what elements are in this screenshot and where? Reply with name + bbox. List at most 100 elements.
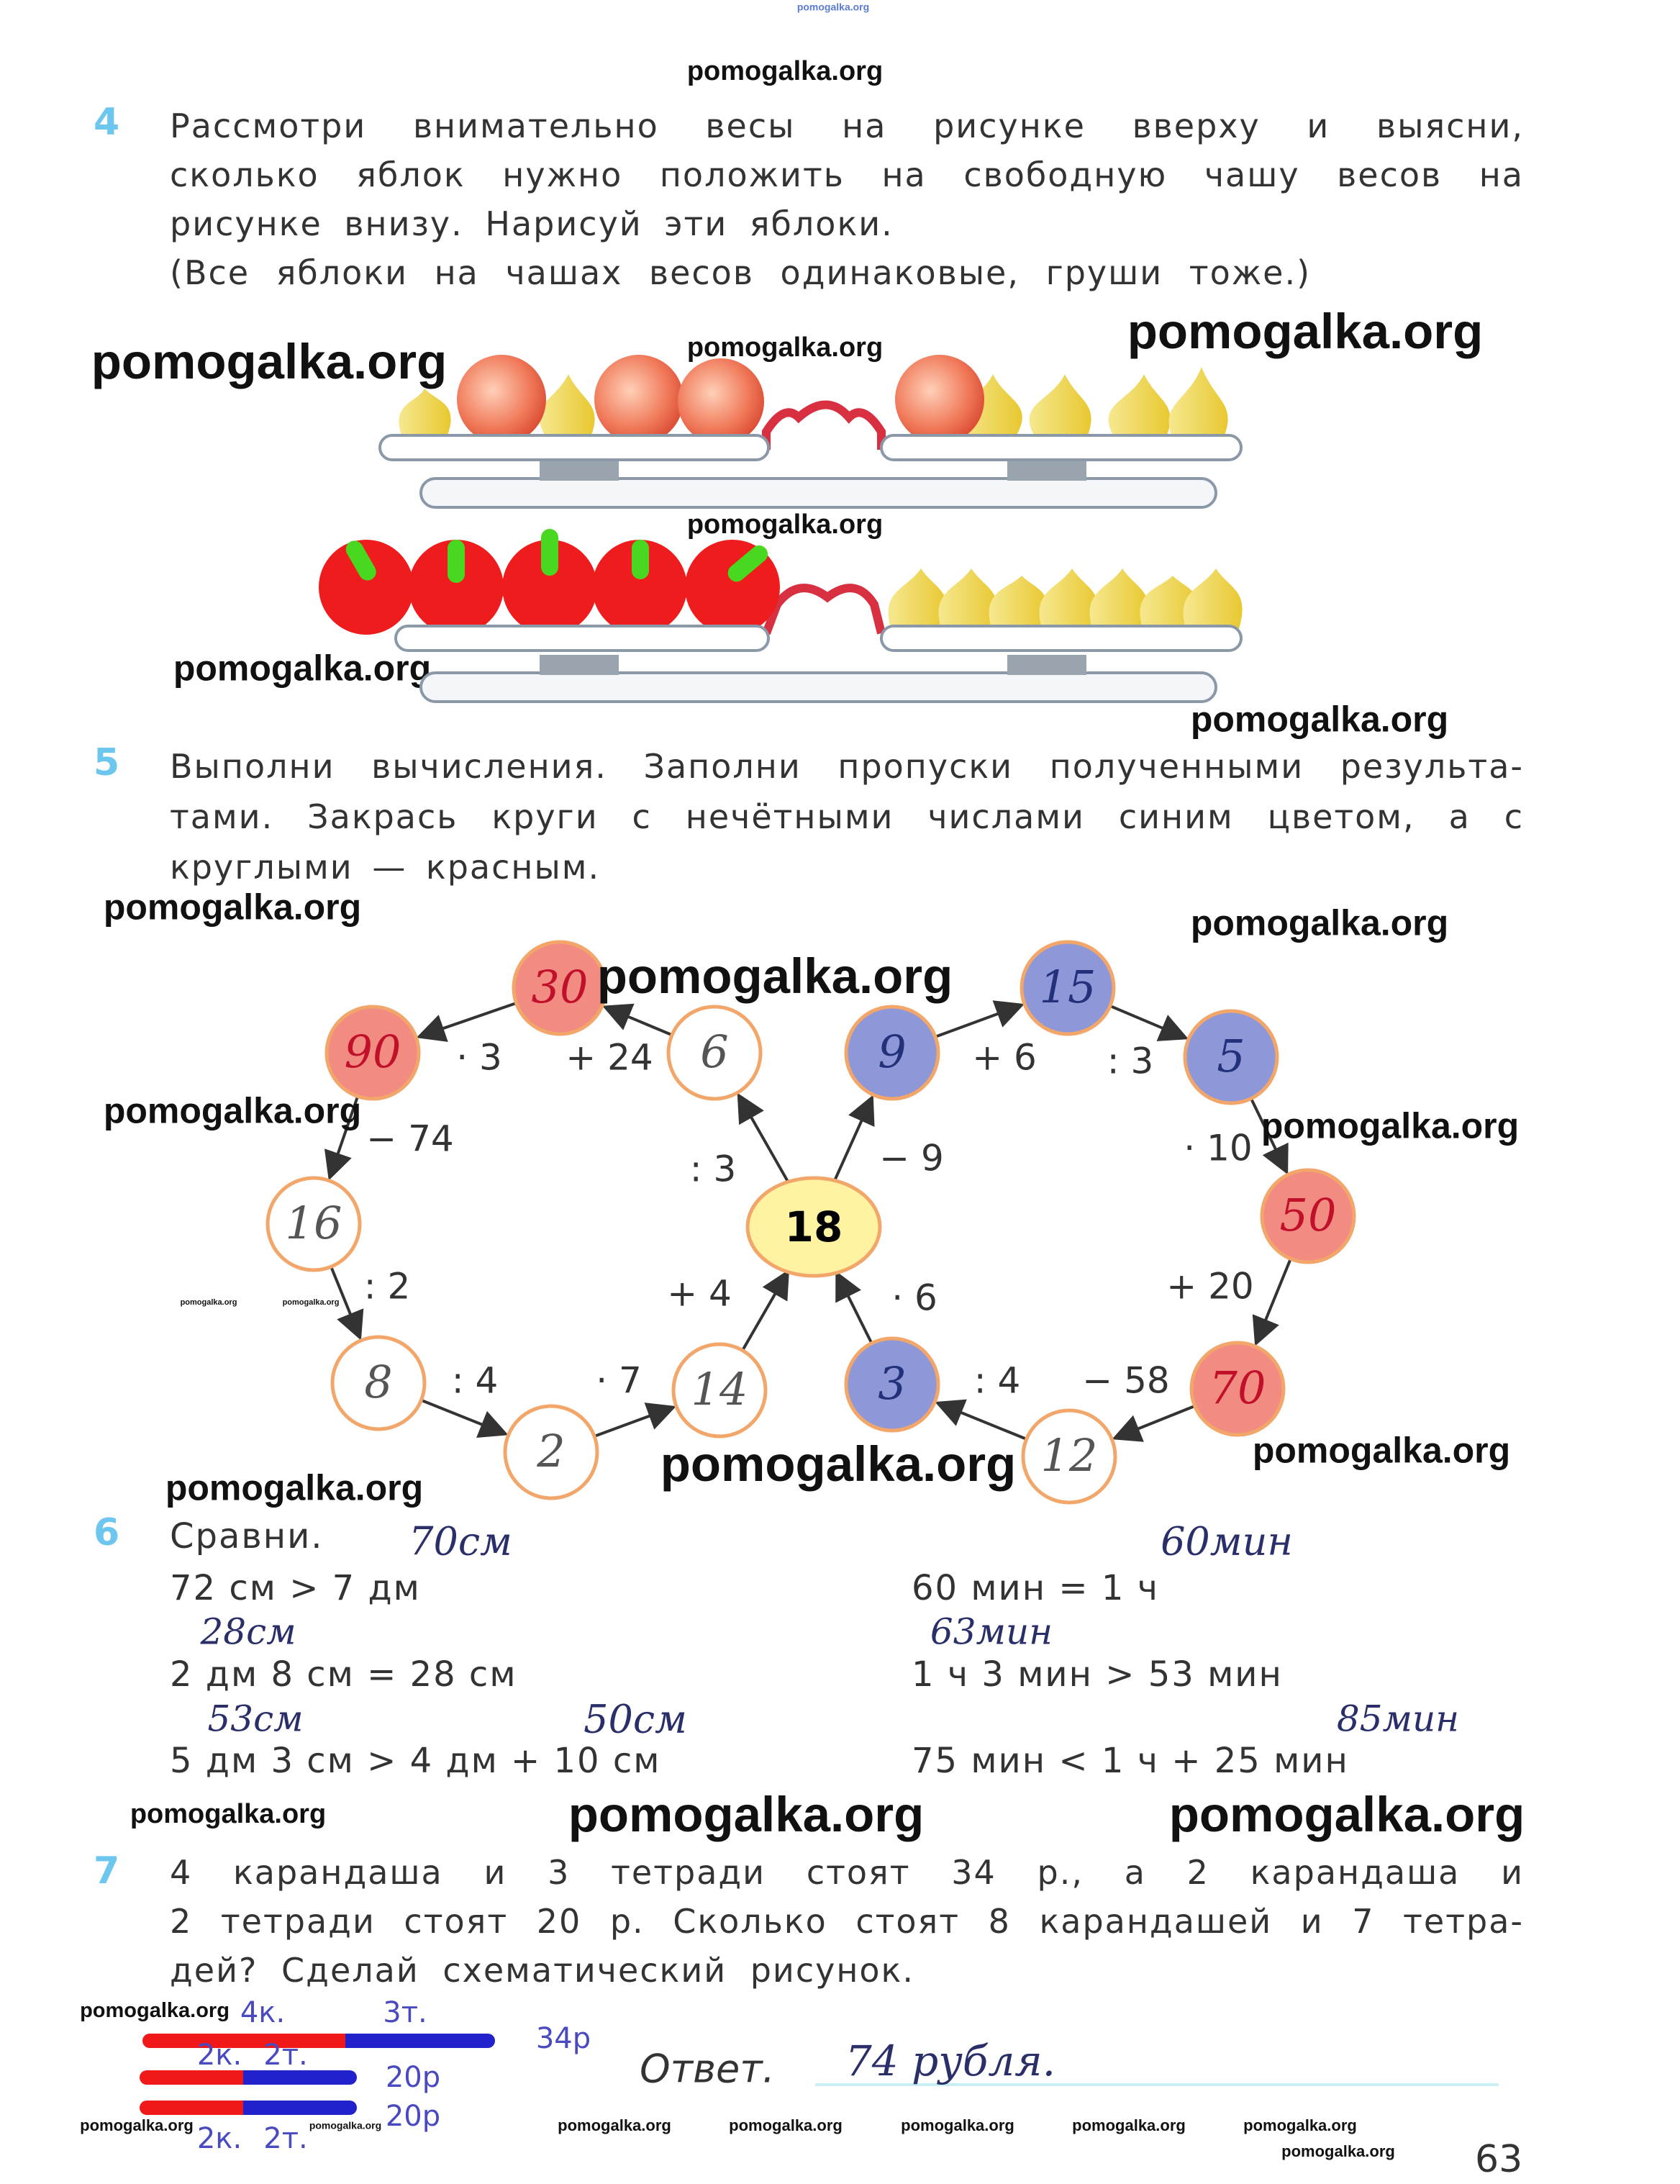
number-value: 9 (878, 1025, 906, 1078)
number-value: 70 (1209, 1361, 1266, 1414)
pear-icon (1039, 568, 1099, 633)
number-value: 18 (785, 1202, 843, 1251)
number-value: 16 (286, 1197, 342, 1249)
diagram-label: 2к. (196, 2122, 242, 2155)
apple-icon (594, 355, 684, 444)
watermark: pomogalka.org (91, 334, 448, 390)
number-circle (1020, 940, 1116, 1036)
pear-icon (539, 374, 595, 439)
number-circle (1021, 1408, 1117, 1505)
number-value: 14 (691, 1363, 748, 1415)
diagram-total: 20р (385, 2061, 441, 2094)
watermark: pomogalka.org (686, 509, 884, 540)
watermark: pomogalka.org (1168, 1787, 1525, 1843)
number-value: 12 (1041, 1429, 1098, 1482)
pear-icon (1183, 568, 1243, 633)
operation-label: · 3 (456, 1037, 502, 1079)
pear-icon (989, 576, 1048, 633)
watermark: pomogalka.org (1127, 304, 1484, 360)
apple-icon (457, 355, 546, 444)
number-value: 90 (345, 1025, 401, 1078)
apple-icon (895, 355, 984, 444)
arrow (835, 1270, 873, 1343)
number-value: 30 (532, 961, 589, 1013)
number-value: 3 (878, 1357, 906, 1410)
scales-illustration (319, 355, 1243, 703)
arrow (742, 1269, 790, 1350)
number-circle (1260, 1168, 1356, 1264)
pear-icon (938, 568, 998, 633)
watermark: pomogalka.org (309, 2119, 382, 2131)
task-text-line: Рассмотри внимательно весы на рисунке вв… (170, 107, 1524, 145)
watermark: pomogalka.org (103, 1090, 362, 1131)
task-number: 4 (94, 101, 120, 144)
apple-icon (592, 540, 687, 635)
task-text-line: (Все яблоки на чашах весов одинаковые, г… (170, 253, 1312, 292)
watermark: pomogalka.org (686, 56, 884, 87)
bottom-scale (319, 529, 1243, 703)
number-value: 15 (1040, 961, 1096, 1013)
top-scale (378, 355, 1243, 509)
watermark: pomogalka.org (282, 1297, 340, 1307)
watermark: pomogalka.org (796, 1, 870, 13)
bar-2-pencils-2-notebooks (140, 2101, 357, 2115)
arrow (416, 1002, 516, 1042)
operation-label: · 7 (596, 1360, 642, 1402)
handwritten-note: 70см (409, 1518, 512, 1564)
number-circle (745, 1176, 882, 1278)
number-circle (512, 940, 608, 1036)
number-circle (503, 1404, 599, 1500)
calculation-chain-diagram: · 3+ 24− 74: 3− 9+ 6: 3· 10: 2+ 4· 6+ 20… (265, 940, 1356, 1505)
diagram-label: 2т. (263, 2122, 308, 2155)
apple-icon (502, 529, 597, 635)
watermark: pomogalka.org (660, 1436, 1017, 1492)
arrow (330, 1267, 364, 1341)
pear-icon (1029, 374, 1091, 439)
number-value: 50 (1280, 1189, 1337, 1241)
watermark: pomogalka.org (165, 1467, 424, 1508)
number-circle (324, 1005, 421, 1101)
arrow (935, 1399, 1026, 1440)
task-number: 7 (94, 1849, 120, 1893)
watermark: pomogalka.org (80, 1999, 230, 2023)
operation-label: + 6 (972, 1037, 1037, 1079)
compare-row: 5 дм 3 см > 4 дм + 10 см (170, 1741, 661, 1781)
watermark: pomogalka.org (1243, 2116, 1357, 2134)
operation-label: : 2 (364, 1266, 411, 1308)
task-text-line: 2 тетради стоят 20 р. Сколько стоят 8 ка… (170, 1902, 1524, 1941)
arrow (1112, 1405, 1194, 1442)
arrow (1111, 1005, 1189, 1041)
operation-label: · 10 (1184, 1128, 1252, 1169)
compare-row: 1 ч 3 мин > 53 мин (912, 1654, 1283, 1695)
watermark: pomogalka.org (80, 2116, 194, 2134)
diagram-label: 2к. (196, 2039, 242, 2072)
arrow (1250, 1099, 1289, 1175)
arrow (737, 1092, 791, 1184)
watermark: pomogalka.org (1190, 902, 1449, 943)
operation-label: : 3 (1107, 1041, 1154, 1082)
answer-label: Ответ. (640, 2046, 775, 2092)
operation-label: · 6 (891, 1277, 937, 1319)
number-value: 8 (364, 1356, 392, 1408)
watermark: pomogalka.org (568, 1787, 925, 1843)
arrow (422, 1399, 509, 1438)
handwritten-note: 63мин (930, 1610, 1053, 1653)
operation-label: + 20 (1166, 1266, 1253, 1308)
watermark: pomogalka.org (130, 1799, 327, 1830)
diagram-total: 20р (385, 2100, 441, 2133)
page-number: 63 (1475, 2138, 1523, 2181)
pear-icon (888, 568, 948, 633)
apple-icon (685, 540, 780, 635)
operation-label: + 4 (667, 1273, 732, 1315)
number-value: 6 (700, 1025, 728, 1078)
pear-icon (1168, 367, 1228, 439)
number-value: 5 (1217, 1030, 1245, 1082)
number-circle (330, 1335, 427, 1431)
task-text-line: 4 карандаша и 3 тетради стоят 34 р., а 2… (170, 1853, 1524, 1892)
task-text-line: дей? Сделай схематический рисунок. (170, 1951, 914, 1990)
task-text-line: тами. Закрась круги с нечётными числами … (170, 797, 1524, 836)
pear-icon (1108, 374, 1171, 439)
apple-icon (678, 358, 764, 445)
task-number: 6 (94, 1511, 120, 1554)
watermark: pomogalka.org (173, 648, 432, 689)
